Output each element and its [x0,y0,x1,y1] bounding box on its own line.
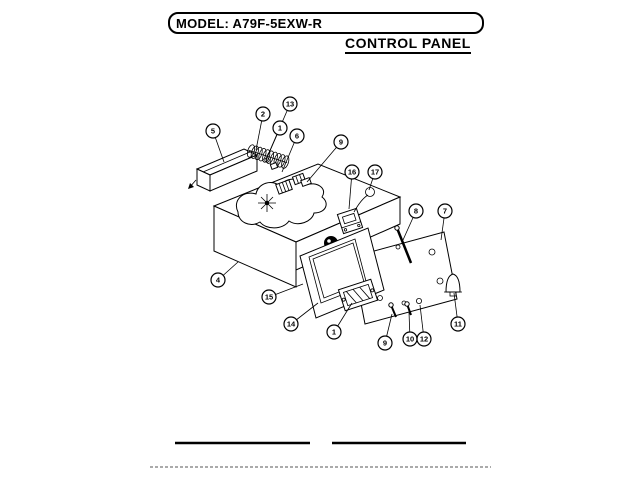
callout-number: 8 [414,207,418,216]
callout-number: 14 [287,320,296,329]
switch-housing [337,278,379,312]
small-terminal [269,161,279,171]
callout-number: 13 [286,100,294,109]
model-box: MODEL: A79F-5EXW-R [168,12,484,34]
callout-number: 17 [371,168,379,177]
timer [336,207,364,235]
callout-balloon [333,134,349,150]
callout-balloon [367,164,383,180]
callout-number: 16 [348,168,356,177]
impeller-part [258,194,276,212]
callout-balloon [261,289,277,305]
screw-a [388,302,397,318]
leader-line [306,141,342,183]
callout-balloon [437,203,453,219]
callout-balloon [205,123,221,139]
callout-balloon [408,203,424,219]
callout-number: 4 [216,276,221,285]
callout-number: 1 [278,124,282,133]
callout-balloon [272,120,288,136]
callout-balloon [282,96,298,112]
callout-number: 12 [420,335,428,344]
page-title: CONTROL PANEL [345,35,471,54]
screw-b [404,301,412,316]
callout-balloon [344,164,360,180]
wiring-harness [236,178,327,229]
callout-number: 9 [339,138,343,147]
callout-balloon [377,335,393,351]
callout-number: 2 [261,110,265,119]
callout-number: 10 [406,335,414,344]
callout-number: 1 [332,328,336,337]
clip-part [415,297,422,304]
callout-balloon [289,128,305,144]
callout-number: 6 [295,132,299,141]
arrow-indicator [188,179,197,189]
callout-number: 15 [265,293,273,302]
bell-knob [444,273,462,297]
callout-number: 9 [383,339,387,348]
callout-balloon [326,324,342,340]
mounting-bracket [195,148,259,192]
callout-balloon [283,316,299,332]
callout-balloon [450,316,466,332]
callout-balloon [416,331,432,347]
model-label: MODEL: A79F-5EXW-R [176,15,323,31]
callout-balloon [210,272,226,288]
switch-block-a [275,179,293,195]
callout-number: 5 [211,127,215,136]
callout-balloon [255,106,271,122]
callout-number: 11 [454,320,462,329]
long-screw [394,225,413,264]
callout-number: 7 [443,207,447,216]
